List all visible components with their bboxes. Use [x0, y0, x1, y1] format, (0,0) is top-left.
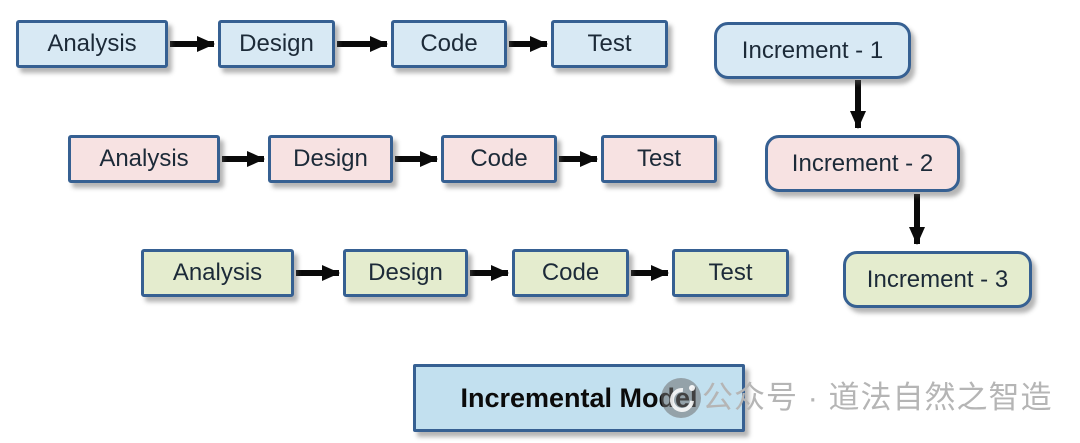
watermark-logo-icon [661, 378, 701, 418]
row1-analysis-box: Analysis [16, 20, 168, 68]
row1-design-box: Design [218, 20, 335, 68]
increment-3-box: Increment - 3 [843, 251, 1032, 308]
row2-analysis-box: Analysis [68, 135, 220, 183]
increment-2-box: Increment - 2 [765, 135, 960, 192]
row1-test-box: Test [551, 20, 668, 68]
logo-dot [689, 385, 695, 391]
row1-code-box: Code [391, 20, 507, 68]
watermark-text: 公众号 · 道法自然之智造 [702, 380, 1053, 415]
row3-design-box: Design [343, 249, 468, 297]
row2-code-box: Code [441, 135, 557, 183]
diagram-title: Incremental Model [460, 382, 698, 413]
increment-1-box: Increment - 1 [714, 22, 911, 79]
row3-code-box: Code [512, 249, 629, 297]
row2-design-box: Design [268, 135, 393, 183]
row3-test-box: Test [672, 249, 789, 297]
row3-analysis-box: Analysis [141, 249, 294, 297]
row2-test-box: Test [601, 135, 717, 183]
